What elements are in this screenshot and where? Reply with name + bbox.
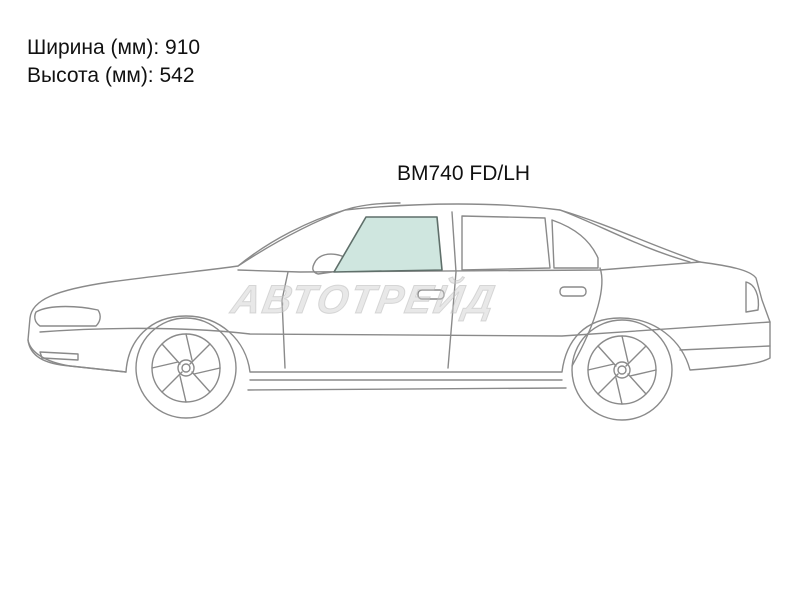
width-row: Ширина (мм): 910 bbox=[27, 34, 200, 62]
front-bumper bbox=[27, 339, 127, 373]
rear-bumper bbox=[679, 345, 771, 351]
front-door-glass-highlight bbox=[333, 216, 443, 273]
rear-quarter-window bbox=[551, 219, 599, 269]
headlight bbox=[34, 305, 101, 327]
width-label: Ширина (мм): bbox=[27, 36, 160, 59]
rear-door-line bbox=[571, 267, 603, 367]
height-value: 542 bbox=[159, 64, 195, 87]
front-door-line bbox=[281, 271, 289, 369]
rear-wheel bbox=[571, 319, 673, 421]
fog-light bbox=[39, 351, 79, 361]
height-label: Высота (мм): bbox=[27, 64, 154, 87]
watermark-text: АВТОТРЕЙД bbox=[228, 278, 500, 323]
rear-roof-line bbox=[559, 209, 691, 263]
front-door-handle bbox=[417, 289, 445, 300]
beltline bbox=[237, 261, 701, 273]
rear-window bbox=[461, 215, 551, 271]
tail-light bbox=[745, 281, 760, 313]
b-pillar bbox=[447, 211, 457, 369]
height-row: Высота (мм): 542 bbox=[27, 62, 200, 90]
roof-line bbox=[237, 202, 401, 267]
front-wheel bbox=[135, 317, 237, 419]
side-crease bbox=[39, 321, 771, 337]
width-value: 910 bbox=[165, 36, 201, 59]
rear-door-handle bbox=[559, 286, 587, 297]
lower-sill-line bbox=[247, 387, 567, 391]
part-code-label: BM740 FD/LH bbox=[397, 162, 531, 185]
dimensions-block: Ширина (мм): 910 Высота (мм): 542 bbox=[27, 34, 200, 90]
